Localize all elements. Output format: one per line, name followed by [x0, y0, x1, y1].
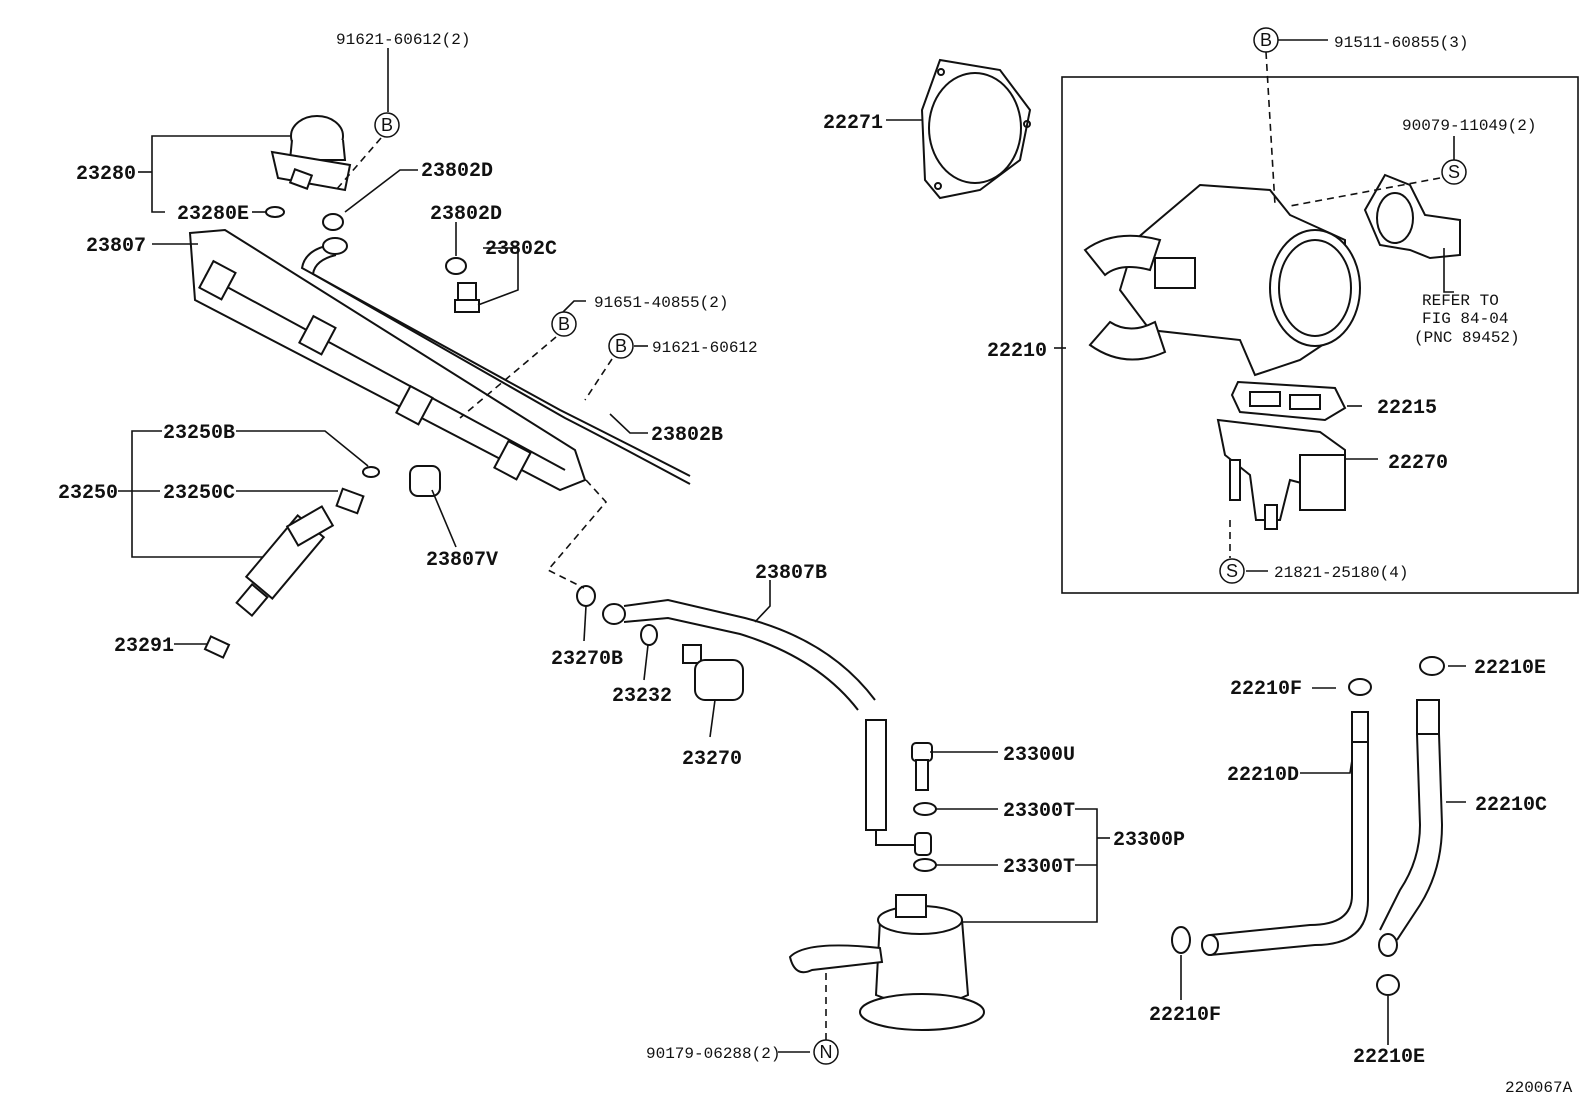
callout-23802C[interactable]: 23802C — [485, 238, 557, 261]
callout-23300T-2[interactable]: 23300T — [1003, 856, 1075, 879]
callout-23807[interactable]: 23807 — [86, 235, 146, 258]
hose-22210C — [1378, 699, 1444, 957]
callout-91651-40855-2[interactable]: 91651-40855(2) — [594, 294, 728, 312]
callout-23291[interactable]: 23291 — [114, 635, 174, 658]
fuel-hose-23807B — [602, 598, 932, 856]
callout-23280E[interactable]: 23280E — [177, 203, 249, 226]
marker-circle-b4 — [1253, 27, 1279, 53]
callout-23250C[interactable]: 23250C — [163, 482, 235, 505]
gasket-23270B — [576, 585, 596, 607]
callout-22210D[interactable]: 22210D — [1227, 764, 1299, 787]
callout-23807B[interactable]: 23807B — [755, 562, 827, 585]
callout-23300U[interactable]: 23300U — [1003, 744, 1075, 767]
refer-line-1: REFER TO — [1422, 292, 1499, 310]
marker-circle-s1 — [1441, 159, 1467, 185]
callout-22210[interactable]: 22210 — [987, 340, 1047, 363]
throttle-position-sensor — [1363, 173, 1461, 260]
idle-speed-control-valve-22270 — [1216, 418, 1346, 530]
callout-22271[interactable]: 22271 — [823, 112, 883, 135]
callout-23300P[interactable]: 23300P — [1113, 829, 1185, 852]
callout-22210C[interactable]: 22210C — [1475, 794, 1547, 817]
callout-91621-60612[interactable]: 91621-60612 — [652, 339, 758, 357]
callout-23300T-1[interactable]: 23300T — [1003, 800, 1075, 823]
marker-b2: B — [558, 314, 570, 334]
callout-21821-25180-4[interactable]: 21821-25180(4) — [1274, 564, 1408, 582]
refer-line-3: (PNC 89452) — [1414, 329, 1520, 347]
gasket-23300T-1 — [913, 802, 937, 816]
bracket-23280 — [151, 135, 290, 213]
gasket-23300T-2 — [913, 858, 937, 872]
callout-23802D-1[interactable]: 23802D — [421, 160, 493, 183]
marker-circle-s2 — [1219, 558, 1245, 584]
leader-lines — [152, 39, 1466, 1053]
marker-n1: N — [820, 1042, 833, 1062]
o-ring-23250B — [362, 466, 380, 478]
marker-b1: B — [381, 115, 393, 135]
hose-22210D — [1201, 711, 1369, 956]
callout-23270B[interactable]: 23270B — [551, 648, 623, 671]
marker-circle-b3 — [608, 333, 634, 359]
gasket-23232 — [640, 624, 658, 646]
fuel-pipe-23802B — [300, 237, 691, 485]
marker-circle-n1 — [813, 1039, 839, 1065]
gasket-22215 — [1230, 380, 1347, 422]
clip-22210E-2 — [1376, 974, 1400, 996]
marker-circle-b2 — [551, 311, 577, 337]
callout-22210F-1[interactable]: 22210F — [1230, 678, 1302, 701]
callout-22210F-2[interactable]: 22210F — [1149, 1004, 1221, 1027]
callout-23232[interactable]: 23232 — [612, 685, 672, 708]
callout-23807V[interactable]: 23807V — [426, 549, 498, 572]
marker-b3: B — [615, 336, 627, 356]
marker-b4: B — [1260, 30, 1272, 50]
callout-23250B[interactable]: 23250B — [163, 422, 235, 445]
gasket-23802D-2 — [445, 257, 467, 275]
refer-line-2: FIG 84-04 — [1422, 310, 1508, 328]
callout-23250[interactable]: 23250 — [58, 482, 118, 505]
callout-22270[interactable]: 22270 — [1388, 452, 1448, 475]
union-bolt-23802C — [454, 282, 480, 313]
callout-22210E-1[interactable]: 22210E — [1474, 657, 1546, 680]
callout-22215[interactable]: 22215 — [1377, 397, 1437, 420]
part-labels: 91621-60612(2) 23280 23280E 23802D 23802… — [58, 31, 1573, 1097]
callout-22210E-2[interactable]: 22210E — [1353, 1046, 1425, 1069]
callout-91511-60855-3[interactable]: 91511-60855(3) — [1334, 34, 1468, 52]
callout-23802D-2[interactable]: 23802D — [430, 203, 502, 226]
clip-22210F-1 — [1348, 678, 1372, 696]
callout-23280[interactable]: 23280 — [76, 163, 136, 186]
cap-23291 — [203, 635, 231, 659]
callout-23270[interactable]: 23270 — [682, 748, 742, 771]
bracket-23250 — [131, 430, 290, 558]
gasket-23802D — [322, 213, 344, 231]
bolt-23300U — [911, 742, 933, 791]
fuel-filter-23300P — [788, 894, 985, 1031]
callout-90079-11049-2[interactable]: 90079-11049(2) — [1402, 117, 1536, 135]
gasket-22271 — [920, 58, 1032, 200]
insulator-23250C — [335, 487, 365, 515]
diagram-id: 220067A — [1505, 1079, 1573, 1097]
marker-s1: S — [1448, 162, 1460, 182]
clip-22210E-1 — [1419, 656, 1445, 676]
throttle-body-22210 — [1083, 183, 1361, 377]
pulsation-damper-23270 — [682, 644, 744, 701]
pressure-regulator-part — [270, 115, 352, 192]
marker-s2: S — [1226, 561, 1238, 581]
callout-91621-60612-2[interactable]: 91621-60612(2) — [336, 31, 470, 49]
fuel-delivery-pipe — [188, 228, 587, 492]
insulator-23807V — [409, 465, 441, 497]
marker-circle-b1 — [374, 112, 400, 138]
throttle-body-group-frame — [1061, 76, 1579, 594]
clip-22210F-2 — [1171, 926, 1191, 954]
fuel-injector-part — [235, 505, 335, 618]
callout-90179-06288-2[interactable]: 90179-06288(2) — [646, 1045, 780, 1063]
callout-23802B[interactable]: 23802B — [651, 424, 723, 447]
o-ring-23280E — [265, 206, 285, 218]
